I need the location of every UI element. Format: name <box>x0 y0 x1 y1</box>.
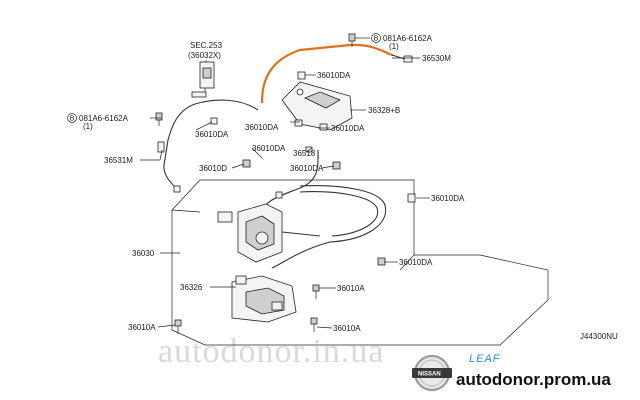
label-bolt-top: 081A6-6162A <box>383 34 433 43</box>
bolt-top-icon <box>348 33 356 47</box>
label-36010da-6: 36010DA <box>290 164 324 173</box>
label-36010a-3: 36010A <box>333 324 361 333</box>
label-36030: 36030 <box>132 249 155 258</box>
brake-actuator-36030-icon <box>217 203 321 263</box>
bracket-36328-icon <box>281 81 353 131</box>
bracket-36326-icon <box>231 275 297 323</box>
frame-outline <box>171 179 549 346</box>
rear-cable-36530m <box>260 43 413 104</box>
label-36010d: 36010D <box>199 164 227 173</box>
label-sec253: SEC.253 <box>190 41 223 50</box>
label-36518: 36518 <box>293 149 316 158</box>
callout-b-top: B <box>371 33 381 43</box>
label-bolt-left-qty: (1) <box>83 122 93 131</box>
clip-icons-upper <box>210 71 328 153</box>
watermark-text: autodonor.in.ua <box>158 333 385 370</box>
front-cable-36518 <box>261 149 387 269</box>
diagram-code: J44300NU <box>580 332 618 341</box>
label-sec253-sub: (36032X) <box>188 51 221 60</box>
label-36326: 36326 <box>180 283 203 292</box>
label-36010da-8: 36010DA <box>399 258 433 267</box>
bolt-left-icon <box>155 112 163 126</box>
label-36328b: 36328+B <box>368 106 400 115</box>
clip-icons-front <box>242 159 416 266</box>
svg-text:B: B <box>70 116 75 123</box>
label-36010da-5: 36010DA <box>252 144 286 153</box>
sec253-bracket-icon <box>191 61 215 98</box>
label-36010da-2: 36010DA <box>331 124 365 133</box>
label-bolt-top-qty: (1) <box>389 42 399 51</box>
nissan-logo-icon: NISSAN <box>412 354 452 392</box>
label-36010da-4: 36010DA <box>195 130 229 139</box>
label-36010da-7: 36010DA <box>431 194 465 203</box>
bolt-lower-icons <box>174 284 320 334</box>
label-bolt-left: 081A6-6162A <box>79 114 129 123</box>
label-36010a-2: 36010A <box>128 323 156 332</box>
svg-text:B: B <box>374 36 379 43</box>
site-url: autodonor.prom.ua <box>456 370 611 389</box>
label-36531m: 36531M <box>104 156 133 165</box>
callout-b-left: B <box>67 113 77 123</box>
label-36010a-1: 36010A <box>337 284 365 293</box>
label-36530m: 36530M <box>422 54 451 63</box>
model-name: LEAF <box>469 353 501 365</box>
label-36010da-3: 36010DA <box>245 123 279 132</box>
label-36010da-1: 36010DA <box>317 71 351 80</box>
leader-lines <box>140 37 430 329</box>
svg-text:NISSAN: NISSAN <box>418 372 441 378</box>
rear-cable-36531m <box>157 99 259 193</box>
